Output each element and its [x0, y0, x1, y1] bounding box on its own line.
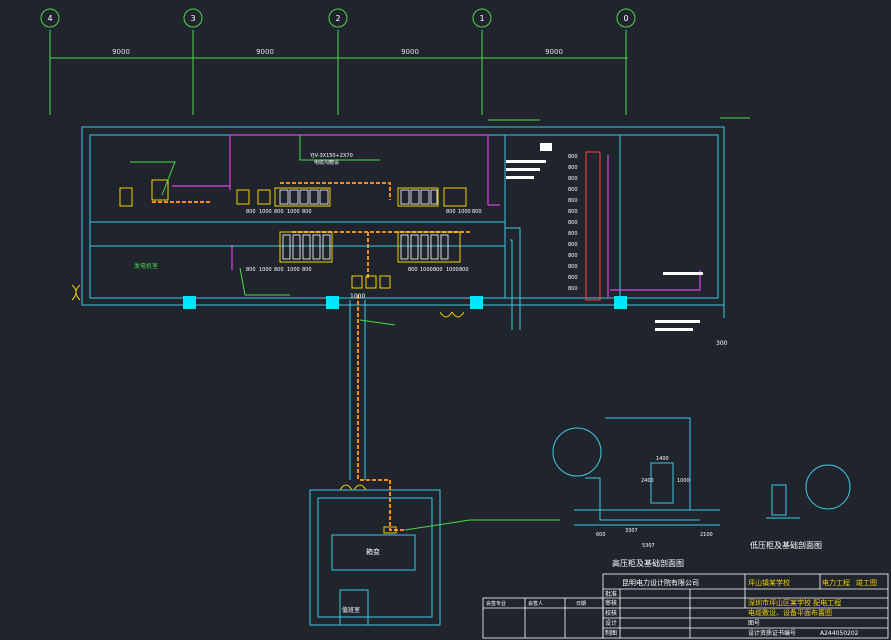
col-dim: 800: [568, 165, 578, 171]
switchgear-top: [119, 179, 467, 207]
sheet-label: 图号: [748, 620, 760, 627]
dim-label: 800: [302, 267, 312, 273]
col-dim: 800: [568, 286, 578, 292]
role-label: 设计: [605, 619, 617, 627]
project-label: 坪山镇某学校: [748, 578, 790, 587]
transformer-label: 箱变: [366, 547, 380, 556]
title-block: [482, 573, 889, 639]
company-name: 昆明电力设计院有限公司: [622, 578, 699, 587]
dim-1000: 1000: [350, 293, 365, 300]
leaders: [130, 117, 750, 531]
col-dim: 800: [568, 231, 578, 237]
dim-label: 800: [459, 267, 469, 273]
detail-dim: 5307: [642, 543, 655, 549]
dim-label: 800: [274, 267, 284, 273]
cabinet-column: [585, 151, 601, 301]
drawing-title: 深圳市坪山区某学校 配电工程: [748, 598, 841, 607]
cable-trench: [90, 221, 521, 480]
col-dim: 800: [568, 242, 578, 248]
dim-label: 800: [408, 267, 418, 273]
transformer-house: [309, 489, 441, 626]
hv-section-detail: [552, 417, 720, 526]
dim-300: 300: [716, 340, 728, 347]
col-dim: 800: [568, 187, 578, 193]
spacing-label: 9000: [256, 48, 274, 56]
detail-dim: 2100: [700, 532, 713, 538]
structural-columns: [183, 296, 627, 309]
cabinet-dims: 800 1000 800 1000 800 800 1000 800 800 1…: [246, 209, 482, 273]
col-dim: 800: [568, 154, 578, 160]
note-blocks: [506, 143, 703, 331]
doors: [71, 284, 465, 491]
hv-detail-dims: 1400 2400 1000 3307 5307 600 2100: [596, 456, 713, 549]
axis-label: 3: [190, 14, 195, 23]
dim-label: 1000: [259, 267, 272, 273]
dim-label: 1000: [287, 209, 300, 215]
detail-dim: 2400: [641, 478, 654, 484]
dim-label: 800: [246, 209, 256, 215]
dim-label: 800: [274, 209, 284, 215]
grid-axes: [40, 8, 636, 115]
grid-axis-labels: 4 3 2 1 0: [47, 14, 628, 23]
col-dim: 800: [568, 209, 578, 215]
dim-label: 800: [472, 209, 482, 215]
dim-label: 800: [246, 267, 256, 273]
role-label: 审核: [605, 599, 617, 607]
doc-type: 竣工图: [856, 578, 877, 587]
detail-dim: 3307: [625, 528, 638, 534]
dim-label: 1000: [420, 267, 433, 273]
dim-label: 1000: [446, 267, 459, 273]
column-dims: 800 800 800 800 800 800 800 800 800 800 …: [568, 154, 578, 292]
role-label: 批准: [605, 590, 617, 598]
switchgear-bottom: [279, 231, 461, 289]
col-dim: 800: [568, 176, 578, 182]
axis-label: 0: [623, 14, 628, 23]
switchgear-top-cells: [279, 189, 438, 205]
axis-label: 2: [335, 14, 340, 23]
col-dim: 800: [568, 264, 578, 270]
design-cert: 设计资质证书编号: [748, 629, 796, 637]
detail-dim: 600: [596, 532, 606, 538]
axis-label: 1: [479, 14, 484, 23]
detail-dim: 1000: [677, 478, 690, 484]
dim-label: 800: [446, 209, 456, 215]
stage-label: 电力工程: [822, 578, 850, 587]
dim-label: 800: [302, 209, 312, 215]
dim-label: 1000: [287, 267, 300, 273]
axis-label: 4: [47, 14, 52, 23]
lv-caption: 低压柜及基础剖面图: [750, 540, 822, 550]
title-block-text: 昆明电力设计院有限公司 坪山镇某学校 电力工程 竣工图 批准 审核 校核 设计 …: [486, 578, 877, 637]
col-dim: 800: [568, 198, 578, 204]
dim-label: 1000: [259, 209, 272, 215]
lv-section-detail: [766, 464, 851, 519]
role-label: 制图: [605, 629, 617, 637]
col-dim: 800: [568, 253, 578, 259]
cable-note-2: 电缆沟敷设: [314, 159, 339, 166]
cable-tray-magenta: [172, 134, 701, 298]
col-dim: 800: [568, 220, 578, 226]
duty-room-label: 值班室: [342, 606, 360, 614]
spacing-label: 9000: [112, 48, 130, 56]
dim-label: 800: [433, 267, 443, 273]
rev-header: 会签人: [528, 600, 543, 607]
switchgear-bottom-cells: [282, 234, 449, 260]
spacing-label: 9000: [401, 48, 419, 56]
grid-spacing-labels: 9000 9000 9000 9000: [112, 48, 563, 56]
hv-caption: 高压柜及基础剖面图: [612, 558, 684, 568]
room-label: 发电机室: [134, 262, 158, 270]
rev-header: 会签专业: [486, 600, 506, 607]
rev-header: 日期: [576, 601, 586, 607]
role-label: 校核: [605, 609, 617, 617]
drawing-subtitle: 电缆敷设、设备平面布置图: [748, 608, 832, 617]
cable-route-orange: [152, 182, 470, 531]
dim-label: 1000: [458, 209, 471, 215]
detail-dim: 1400: [656, 456, 669, 462]
cable-note: YJV-3X150+2X70: [309, 153, 353, 159]
spacing-label: 9000: [545, 48, 563, 56]
col-dim: 800: [568, 275, 578, 281]
sheet-number: A244050202: [820, 630, 859, 637]
